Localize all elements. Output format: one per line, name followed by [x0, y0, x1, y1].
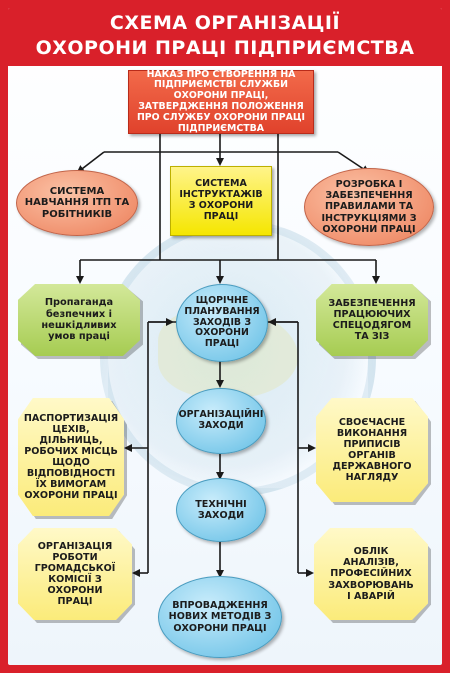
propaganda-octagon: Пропаганда безпечних і нешкідливих умов …: [18, 284, 140, 356]
new-methods-oval: ВПРОВАДЖЕННЯ НОВИХ МЕТОДІВ З ОХОРОНИ ПРА…: [158, 576, 282, 658]
scheme-poster: СХЕМА ОРГАНІЗАЦІЇ ОХОРОНИ ПРАЦІ ПІДПРИЄМ…: [8, 8, 442, 665]
order-box: НАКАЗ ПРО СТВОРЕННЯ НА ПІДПРИЄМСТВІ СЛУЖ…: [128, 69, 314, 134]
connector-lines: [76, 134, 380, 578]
passportization-octagon: ПАСПОРТИЗАЦІЯ ЦЕХІВ, ДІЛЬНИЦЬ, РОБОЧИХ М…: [18, 398, 124, 516]
connector-to-training: [76, 151, 105, 174]
annual-planning-oval: ЩОРІЧНЕ ПЛАНУВАННЯ ЗАХОДІВ З ОХОРОНИ ПРА…: [176, 284, 268, 362]
training-system-oval: СИСТЕМА НАВЧАННЯ ІТП ТА РОБІТНИКІВ: [16, 170, 138, 236]
title-line-1: СХЕМА ОРГАНІЗАЦІЇ: [109, 12, 341, 34]
analysis-octagon: ОБЛІК АНАЛІЗІВ, ПРОФЕСІЙНИХ ЗАХВОРЮВАНЬ …: [314, 528, 428, 620]
title-banner: СХЕМА ОРГАНІЗАЦІЇ ОХОРОНИ ПРАЦІ ПІДПРИЄМ…: [8, 8, 442, 66]
technical-measures-oval: ТЕХНІЧНІ ЗАХОДИ: [176, 478, 266, 542]
compliance-octagon: СВОЄЧАСНЕ ВИКОНАННЯ ПРИПИСІВ ОРГАНІВ ДЕР…: [316, 398, 428, 502]
briefings-system-box: СИСТЕМА ІНСТРУКТАЖІВ З ОХОРОНИ ПРАЦІ: [170, 166, 272, 236]
clothing-octagon: ЗАБЕЗПЕЧЕННЯ ПРАЦЮЮЧИХ СПЕЦОДЯГОМ ТА ЗІЗ: [316, 284, 428, 356]
commission-octagon: ОРГАНІЗАЦІЯ РОБОТИ ГРОМАДСЬКОЇ КОМІСІЇ З…: [18, 528, 132, 620]
rules-development-oval: РОЗРОБКА І ЗАБЕЗПЕЧЕННЯ ПРАВИЛАМИ ТА ІНС…: [304, 168, 434, 246]
organizational-measures-oval: ОРГАНІЗАЦІЙНІ ЗАХОДИ: [176, 388, 266, 454]
title-line-2: ОХОРОНИ ПРАЦІ ПІДПРИЄМСТВА: [35, 37, 415, 59]
